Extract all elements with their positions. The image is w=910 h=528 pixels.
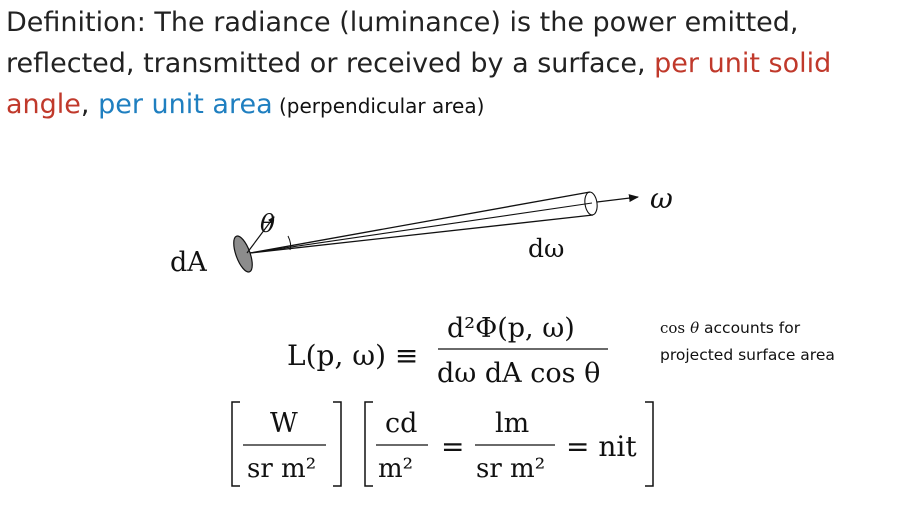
unit-sr-m2: sr m² — [247, 454, 316, 484]
unit-lm: lm — [495, 408, 529, 439]
note-line-2: projected surface area — [660, 346, 835, 364]
surface-patch — [233, 235, 253, 273]
surface-normal-arrow — [246, 216, 275, 254]
unit-sr-m2-b: sr m² — [476, 454, 545, 484]
note-line1-rest: accounts for — [699, 319, 801, 337]
note-theta: θ — [690, 319, 700, 337]
unit-m2: m² — [378, 454, 413, 484]
equation-lhs: L(p, ω) ≡ — [287, 339, 418, 372]
bracket-left-2 — [364, 401, 373, 487]
bracket-right-1 — [333, 401, 342, 487]
omega-label: ω — [650, 182, 673, 215]
theta-label: θ — [260, 209, 275, 238]
dA-label: dA — [170, 247, 207, 278]
note-cos: cos — [660, 319, 686, 337]
cone-upper-edge — [249, 191, 591, 254]
equation-denominator: dω dA cos θ — [437, 358, 600, 389]
domega-label: dω — [528, 234, 564, 263]
perpendicular-area-note: (perpendicular area) — [272, 94, 485, 118]
cone-lower-edge — [249, 214, 594, 254]
per-unit-solid-angle: per unit solid angle — [6, 48, 832, 120]
direction-arrow — [596, 194, 639, 203]
bracket-right-2 — [645, 401, 654, 487]
bracket-left-1 — [231, 401, 240, 487]
definition-lead: Definition: The radiance (luminance) is … — [6, 7, 799, 79]
per-unit-area: per unit area — [98, 89, 273, 120]
cos-theta-note: cos θ accounts for projected surface are… — [660, 315, 900, 369]
unit-cd: cd — [385, 408, 417, 439]
unit-W: W — [270, 408, 298, 439]
equation-numerator: d²Φ(p, ω) — [447, 313, 575, 344]
definition-text: Definition: The radiance (luminance) is … — [6, 2, 906, 127]
unit-equals-nit: = nit — [566, 430, 637, 463]
direction-line — [249, 202, 593, 254]
unit-equals-1: = — [441, 430, 464, 463]
definition-comma: , — [80, 89, 99, 120]
note-line-1: cos θ accounts for — [660, 315, 900, 342]
cone-end-ellipse — [584, 191, 598, 216]
